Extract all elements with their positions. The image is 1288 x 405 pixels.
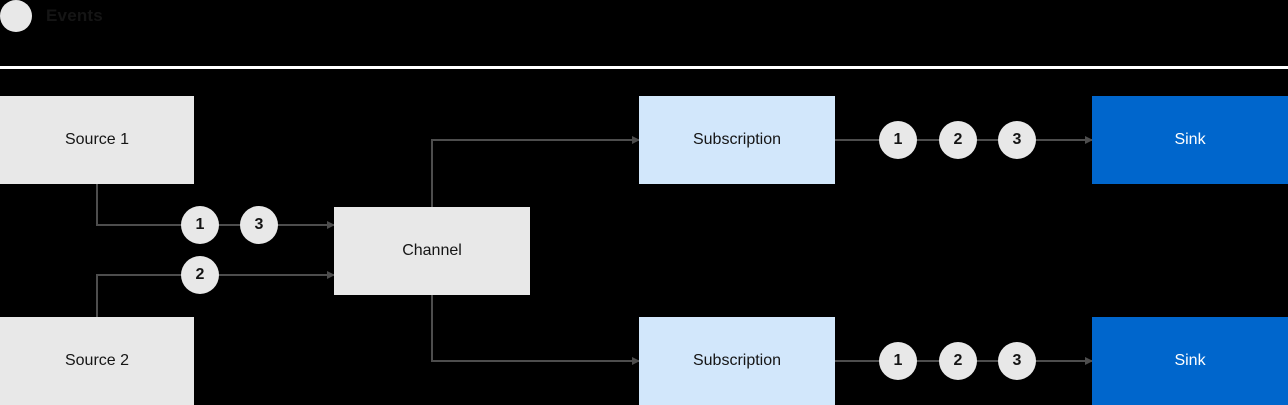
node-source-1[interactable]: Source 1 [0, 96, 194, 184]
event-token-label: 2 [953, 131, 963, 148]
event-token: 3 [998, 121, 1036, 159]
node-sink-2-label: Sink [1174, 352, 1206, 369]
legend: Events [0, 0, 1288, 32]
event-token-label: 1 [893, 131, 903, 148]
node-sink-2[interactable]: Sink [1092, 317, 1288, 405]
header-separator-rule [0, 66, 1288, 69]
node-source-1-label: Source 1 [64, 131, 130, 148]
event-token-label: 1 [195, 216, 205, 233]
edge-channel-subscription2 [431, 295, 640, 365]
event-token-label: 2 [953, 352, 963, 369]
event-token-label: 1 [893, 352, 903, 369]
event-token: 1 [181, 206, 219, 244]
node-subscription-2[interactable]: Subscription [639, 317, 835, 405]
events-legend-dot [0, 0, 32, 32]
node-subscription-2-label: Subscription [692, 352, 782, 369]
event-token-label: 3 [1012, 131, 1022, 148]
events-legend-label: Events [46, 6, 103, 25]
node-subscription-1[interactable]: Subscription [639, 96, 835, 184]
node-source-2-label: Source 2 [64, 352, 130, 369]
event-token: 3 [998, 342, 1036, 380]
event-token: 1 [879, 121, 917, 159]
edge-channel-subscription1 [431, 136, 640, 207]
event-token: 3 [240, 206, 278, 244]
node-subscription-1-label: Subscription [692, 131, 782, 148]
event-token: 1 [879, 342, 917, 380]
node-sink-1-label: Sink [1174, 131, 1206, 148]
node-source-2[interactable]: Source 2 [0, 317, 194, 405]
node-channel[interactable]: Channel [334, 207, 530, 295]
event-token: 2 [181, 256, 219, 294]
event-token-label: 3 [254, 216, 264, 233]
node-channel-label: Channel [402, 242, 462, 259]
event-token-label: 3 [1012, 352, 1022, 369]
event-token-label: 2 [195, 266, 205, 283]
node-sink-1[interactable]: Sink [1092, 96, 1288, 184]
event-token: 2 [939, 121, 977, 159]
event-token: 2 [939, 342, 977, 380]
